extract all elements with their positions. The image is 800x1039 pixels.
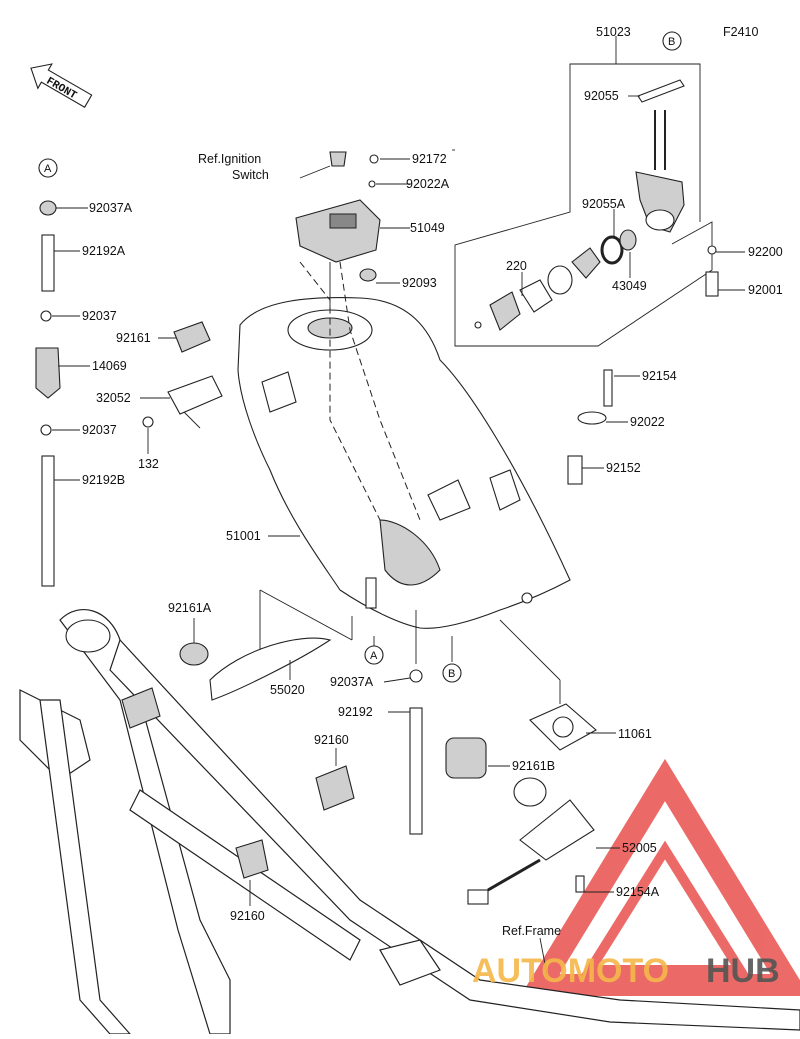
part-label: 92022 — [630, 415, 665, 429]
front-arrow-icon: FRONT — [30, 63, 93, 108]
part-label: 51049 — [410, 221, 445, 235]
svg-text:A: A — [44, 163, 52, 175]
part-label: 14069 — [92, 359, 127, 373]
part-label: 11061 — [618, 727, 652, 741]
frame — [19, 609, 800, 1035]
bottom-hoses — [365, 577, 423, 835]
part-label: 92093 — [402, 276, 437, 290]
part-label: 51023 — [596, 25, 631, 39]
marker-b-bottom: B — [442, 663, 462, 683]
part-label: 92055 — [584, 89, 619, 103]
tank-cap — [295, 151, 381, 282]
part-label: 92172 — [412, 152, 447, 166]
part-label: 92154A — [616, 885, 660, 899]
part-label: 92192B — [82, 473, 125, 487]
fuel-tank — [237, 261, 571, 629]
part-label: 92160 — [230, 909, 265, 923]
part-label: 92161B — [512, 759, 555, 773]
part-label: 92037A — [330, 675, 374, 689]
part-label: 92192 — [338, 705, 373, 719]
marker-b-top: B — [662, 31, 682, 51]
part-label: 92192A — [82, 244, 126, 258]
part-label: 92161A — [168, 601, 212, 615]
part-label: 92037 — [82, 423, 117, 437]
part-label: 92022A — [406, 177, 450, 191]
part-labels: 51023 92055 92172 92022A 51049 92055A 92… — [82, 25, 783, 923]
part-label: 51001 — [226, 529, 261, 543]
part-label: 92055A — [582, 197, 626, 211]
part-label: 52005 — [622, 841, 657, 855]
watermark-logo — [520, 758, 800, 996]
part-label: 92001 — [748, 283, 783, 297]
part-label: 92154 — [642, 369, 677, 383]
petcock-assembly — [452, 36, 713, 347]
part-label: 132 — [138, 457, 159, 471]
ref-ignition-line1: Ref.Ignition — [198, 152, 261, 166]
marker-a-bottom: A — [364, 645, 384, 665]
ref-ignition-line2: Switch — [232, 168, 269, 182]
figure-code: F2410 — [723, 25, 758, 39]
marker-a-top: A — [38, 158, 58, 178]
part-label: 55020 — [270, 683, 305, 697]
ref-frame-label: Ref.Frame — [502, 924, 561, 938]
fuel-pump — [445, 703, 597, 905]
svg-text:A: A — [370, 650, 378, 662]
hose-column — [35, 200, 61, 587]
part-label: 220 — [506, 259, 527, 273]
part-label: 92037 — [82, 309, 117, 323]
tank-bracket — [142, 321, 223, 429]
part-label: 92160 — [314, 733, 349, 747]
part-label: 92037A — [89, 201, 133, 215]
watermark-text: AUTOMOTO HUB — [472, 952, 780, 990]
part-label: 92152 — [606, 461, 641, 475]
part-label: 32052 — [96, 391, 131, 405]
svg-text:B: B — [668, 36, 675, 48]
rubber-pads — [179, 589, 353, 701]
part-label: 92200 — [748, 245, 783, 259]
svg-text:B: B — [448, 668, 455, 680]
watermark-part1: AUTOMOTO — [472, 952, 669, 990]
part-label: 43049 — [612, 279, 647, 293]
leader-lines — [52, 95, 745, 981]
mount-bolts — [567, 245, 719, 485]
part-label: 92161 — [116, 331, 151, 345]
watermark-part2: HUB — [706, 952, 780, 990]
